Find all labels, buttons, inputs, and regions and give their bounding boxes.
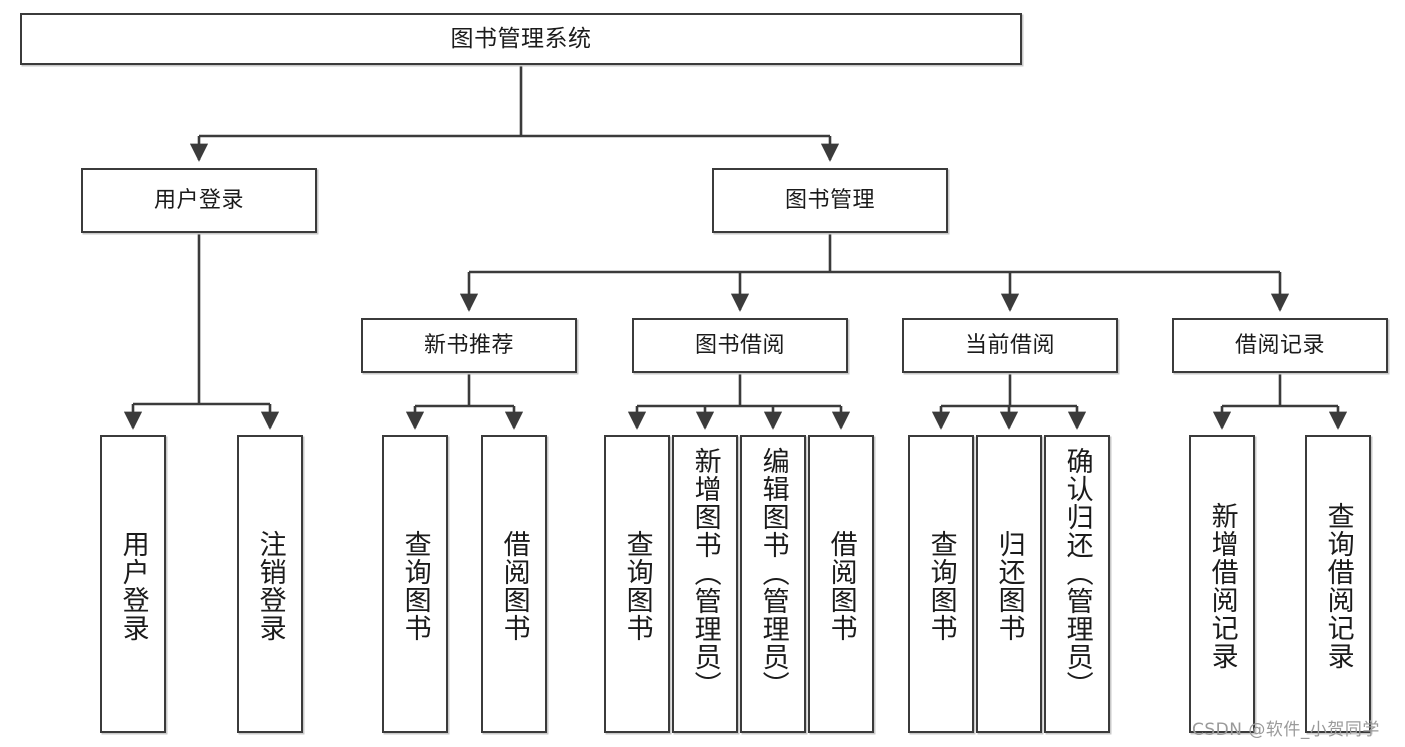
node-current-borrow[interactable]: 当前借阅 (902, 318, 1118, 373)
node-root[interactable]: 图书管理系统 (20, 13, 1022, 65)
node-leaf-logout-login[interactable]: 注销登录 (237, 435, 303, 733)
node-leaf-return-book-label: 归还图书 (993, 530, 1025, 642)
node-leaf-edit-book[interactable]: 编辑图书（管理员） (740, 435, 806, 733)
node-leaf-user-login[interactable]: 用户登录 (100, 435, 166, 733)
node-leaf-add-book-label: 新增图书（管理员） (689, 447, 721, 699)
watermark: CSDN @软件_小贺同学 (1192, 720, 1380, 740)
node-book-borrow-label: 图书借阅 (694, 332, 785, 358)
node-book-management[interactable]: 图书管理 (712, 168, 948, 233)
leaf-text-wrap: 用户登录 (117, 441, 149, 731)
node-leaf-query-book-1-label: 查询图书 (399, 530, 431, 642)
leaf-text-wrap: 归还图书 (993, 441, 1025, 731)
node-borrow-record[interactable]: 借阅记录 (1172, 318, 1388, 373)
leaf-text-wrap: 查询图书 (621, 441, 653, 731)
node-leaf-query-book-3[interactable]: 查询图书 (908, 435, 974, 733)
node-leaf-add-record-label: 新增借阅记录 (1206, 502, 1238, 670)
node-leaf-query-book-3-label: 查询图书 (925, 530, 957, 642)
node-leaf-query-book-2[interactable]: 查询图书 (604, 435, 670, 733)
node-leaf-logout-login-label: 注销登录 (254, 530, 286, 642)
node-leaf-add-book[interactable]: 新增图书（管理员） (672, 435, 738, 733)
node-new-book-recommend-label: 新书推荐 (423, 332, 514, 358)
leaf-text-wrap: 新增借阅记录 (1206, 441, 1238, 731)
node-leaf-user-login-label: 用户登录 (117, 530, 149, 642)
node-user-login[interactable]: 用户登录 (81, 168, 317, 233)
node-leaf-query-book-2-label: 查询图书 (621, 530, 653, 642)
node-leaf-borrow-book-2-label: 借阅图书 (825, 530, 857, 642)
leaf-text-wrap: 借阅图书 (825, 441, 857, 731)
node-leaf-add-record[interactable]: 新增借阅记录 (1189, 435, 1255, 733)
node-borrow-record-label: 借阅记录 (1234, 332, 1325, 358)
leaf-text-wrap: 确认归还（管理员） (1061, 441, 1093, 737)
node-leaf-query-record-label: 查询借阅记录 (1322, 502, 1354, 670)
leaf-text-wrap: 借阅图书 (498, 441, 530, 731)
node-current-borrow-label: 当前借阅 (964, 332, 1055, 358)
leaf-text-wrap: 查询图书 (925, 441, 957, 731)
node-new-book-recommend[interactable]: 新书推荐 (361, 318, 577, 373)
node-leaf-query-record[interactable]: 查询借阅记录 (1305, 435, 1371, 733)
leaf-text-wrap: 编辑图书（管理员） (757, 441, 789, 737)
node-book-borrow[interactable]: 图书借阅 (632, 318, 848, 373)
node-leaf-query-book-1[interactable]: 查询图书 (382, 435, 448, 733)
node-leaf-borrow-book-1-label: 借阅图书 (498, 530, 530, 642)
node-user-login-label: 用户登录 (153, 187, 244, 213)
leaf-text-wrap: 查询借阅记录 (1322, 441, 1354, 731)
node-leaf-borrow-book-2[interactable]: 借阅图书 (808, 435, 874, 733)
node-leaf-confirm-return-label: 确认归还（管理员） (1061, 447, 1093, 699)
node-leaf-return-book[interactable]: 归还图书 (976, 435, 1042, 733)
node-leaf-confirm-return[interactable]: 确认归还（管理员） (1044, 435, 1110, 733)
node-leaf-edit-book-label: 编辑图书（管理员） (757, 447, 789, 699)
leaf-text-wrap: 注销登录 (254, 441, 286, 731)
node-root-label: 图书管理系统 (450, 25, 592, 52)
leaf-text-wrap: 查询图书 (399, 441, 431, 731)
node-leaf-borrow-book-1[interactable]: 借阅图书 (481, 435, 547, 733)
node-book-management-label: 图书管理 (784, 187, 875, 213)
leaf-text-wrap: 新增图书（管理员） (689, 441, 721, 737)
